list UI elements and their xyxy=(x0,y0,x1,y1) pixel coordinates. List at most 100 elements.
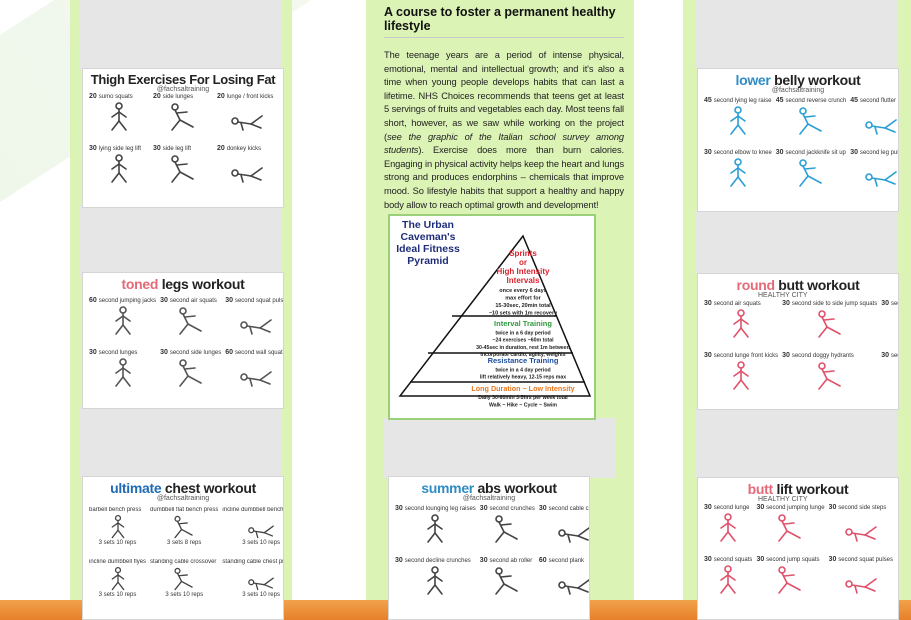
poster-title-accent: lower xyxy=(735,72,771,88)
exercise-figure-icon xyxy=(171,155,194,183)
exercise-label: 30 second air squats xyxy=(160,297,221,304)
pyramid-tier-detail: incorporate cardio, agility, weights xyxy=(480,352,565,358)
pyramid-tier-detail: once every 6 days xyxy=(499,288,546,294)
exercise-name: barbell bench press xyxy=(89,507,142,513)
exercise-cell: 30 second squat pulses xyxy=(829,556,893,608)
exercise-label: incline dumbbell flyes xyxy=(89,559,146,565)
poster-title: toned legs workout xyxy=(83,276,283,292)
exercise-cell: 60 second wall squat xyxy=(225,349,283,401)
exercise-label: 30 second leg pull in xyxy=(850,149,898,156)
gray-panel xyxy=(80,0,282,70)
exercise-count: 20 xyxy=(217,93,227,100)
exercise-label: 20 lunge / front kicks xyxy=(217,93,277,100)
gray-panel xyxy=(384,418,616,478)
exercise-name: second donkey kicks xyxy=(890,301,898,307)
exercise-cell: 30 second side steps xyxy=(829,504,893,556)
exercise-name: second squat pulses xyxy=(890,353,898,359)
exercise-label: barbell bench press xyxy=(89,507,146,513)
exercise-label: 30 second side lunges xyxy=(160,349,221,356)
exercise-sets: 3 sets 10 reps xyxy=(242,540,280,546)
article-body: The teenage years are a period of intens… xyxy=(384,49,624,212)
exercise-label: 30 second squat pulse xyxy=(225,297,283,304)
exercise-label: 30 second air squats xyxy=(704,300,778,307)
exercise-label: 20 donkey kicks xyxy=(217,145,277,152)
exercise-count: 30 xyxy=(775,149,786,156)
poster-title-accent: summer xyxy=(421,480,474,496)
exercise-label: 30 second doggy hydrants xyxy=(782,352,877,359)
exercise-figure-icon xyxy=(778,514,802,542)
exercise-figure-icon xyxy=(495,515,519,543)
exercise-label: 30 second squats xyxy=(704,556,752,563)
exercise-name: second air squats xyxy=(169,298,217,304)
exercise-count: 30 xyxy=(756,504,767,511)
exercise-figure-icon xyxy=(111,566,124,591)
exercise-name: second lunge front kicks xyxy=(713,353,779,359)
exercise-figure-icon xyxy=(844,526,877,542)
exercise-label: 30 second jumping lunge xyxy=(756,504,824,511)
poster-toned-legs: toned legs workout 60 second jumping jac… xyxy=(82,272,284,409)
exercise-cell: 30 second side to side jump squats xyxy=(782,300,877,352)
exercise-figure-icon xyxy=(864,119,897,135)
exercise-label: 30 second decline crunches xyxy=(395,557,476,564)
poster-title-accent: ultimate xyxy=(110,480,162,496)
exercise-count: 30 xyxy=(704,556,714,563)
exercise-label: 30 second crunches xyxy=(480,505,535,512)
gray-panel xyxy=(80,205,282,277)
exercise-count: 60 xyxy=(225,349,235,356)
exercise-label: incline dumbbell bench press xyxy=(222,507,283,513)
exercise-count: 45 xyxy=(704,97,714,104)
exercise-count: 45 xyxy=(775,97,786,104)
exercise-count: 30 xyxy=(160,349,170,356)
poster-handle: @fachsaltraining xyxy=(156,86,210,93)
poster-title: ultimate chest workout xyxy=(83,480,283,496)
exercise-cell: 30 second lunge xyxy=(704,504,752,556)
exercise-label: 30 second lounging leg raises xyxy=(395,505,476,512)
pyramid-tier-detail: twice in a 6 day period xyxy=(495,331,550,337)
exercise-label: 20 sumo squats xyxy=(89,93,149,100)
exercise-name: sumo squats xyxy=(98,94,133,100)
exercise-label: standing cable chest press xyxy=(222,559,283,565)
exercise-figure-icon xyxy=(720,565,737,594)
pyramid-tier-name: Long Duration ~ Low Intensity xyxy=(471,384,574,393)
exercise-count: 30 xyxy=(850,149,860,156)
exercise-label: 30 second jump squats xyxy=(756,556,824,563)
exercise-figure-icon xyxy=(558,579,589,595)
exercise-grid: 30 second air squats 30 second side to si… xyxy=(704,300,898,404)
exercise-figure-icon xyxy=(495,567,519,595)
exercise-label: dumbbell flat bench press xyxy=(150,507,218,513)
exercise-count: 30 xyxy=(704,300,714,307)
pyramid-tier-name: High Intensity xyxy=(497,267,550,276)
exercise-grid: barbell bench press 3 sets 10 reps dumbbel… xyxy=(89,507,283,611)
exercise-count: 30 xyxy=(395,557,405,564)
pyramid-tier-name: Resistance Training xyxy=(488,356,559,365)
exercise-count: 30 xyxy=(89,145,99,152)
exercise-count: 30 xyxy=(538,505,549,512)
exercise-cell: 20 sumo squats xyxy=(89,93,149,145)
exercise-figure-icon xyxy=(799,107,822,135)
exercise-cell: 30 side leg lift xyxy=(153,145,213,197)
article-text: ). Exercise does more than burn calories… xyxy=(384,145,625,210)
exercise-count: 30 xyxy=(828,556,839,563)
exercise-figure-icon xyxy=(730,106,746,135)
poster-ultimate-chest: ultimate chest workout @fachsaltraining … xyxy=(82,476,284,620)
exercise-label: 60 second wall squat xyxy=(225,349,283,356)
exercise-label: 30 second squat pulses xyxy=(829,556,893,563)
exercise-cell: 30 second air squats xyxy=(160,297,221,349)
poster-brand: HEALTHY CITY xyxy=(758,292,808,299)
pyramid-tier-detail: max effort for xyxy=(505,296,541,302)
exercise-cell: 20 donkey kicks xyxy=(217,145,277,197)
exercise-count: 30 xyxy=(828,504,839,511)
exercise-count: 20 xyxy=(89,93,99,100)
poster-handle: @fachsaltraining xyxy=(771,87,825,94)
exercise-name: second lunge xyxy=(713,505,750,511)
pyramid-tier-detail: 30-45sec in duration, rest 1m between xyxy=(476,345,570,351)
poster-brand: HEALTHY CITY xyxy=(758,496,808,503)
exercise-figure-icon xyxy=(817,310,841,338)
exercise-count: 20 xyxy=(217,145,227,152)
pyramid-tier-name: Interval Training xyxy=(494,319,552,328)
exercise-name: second side lunges xyxy=(169,350,222,356)
